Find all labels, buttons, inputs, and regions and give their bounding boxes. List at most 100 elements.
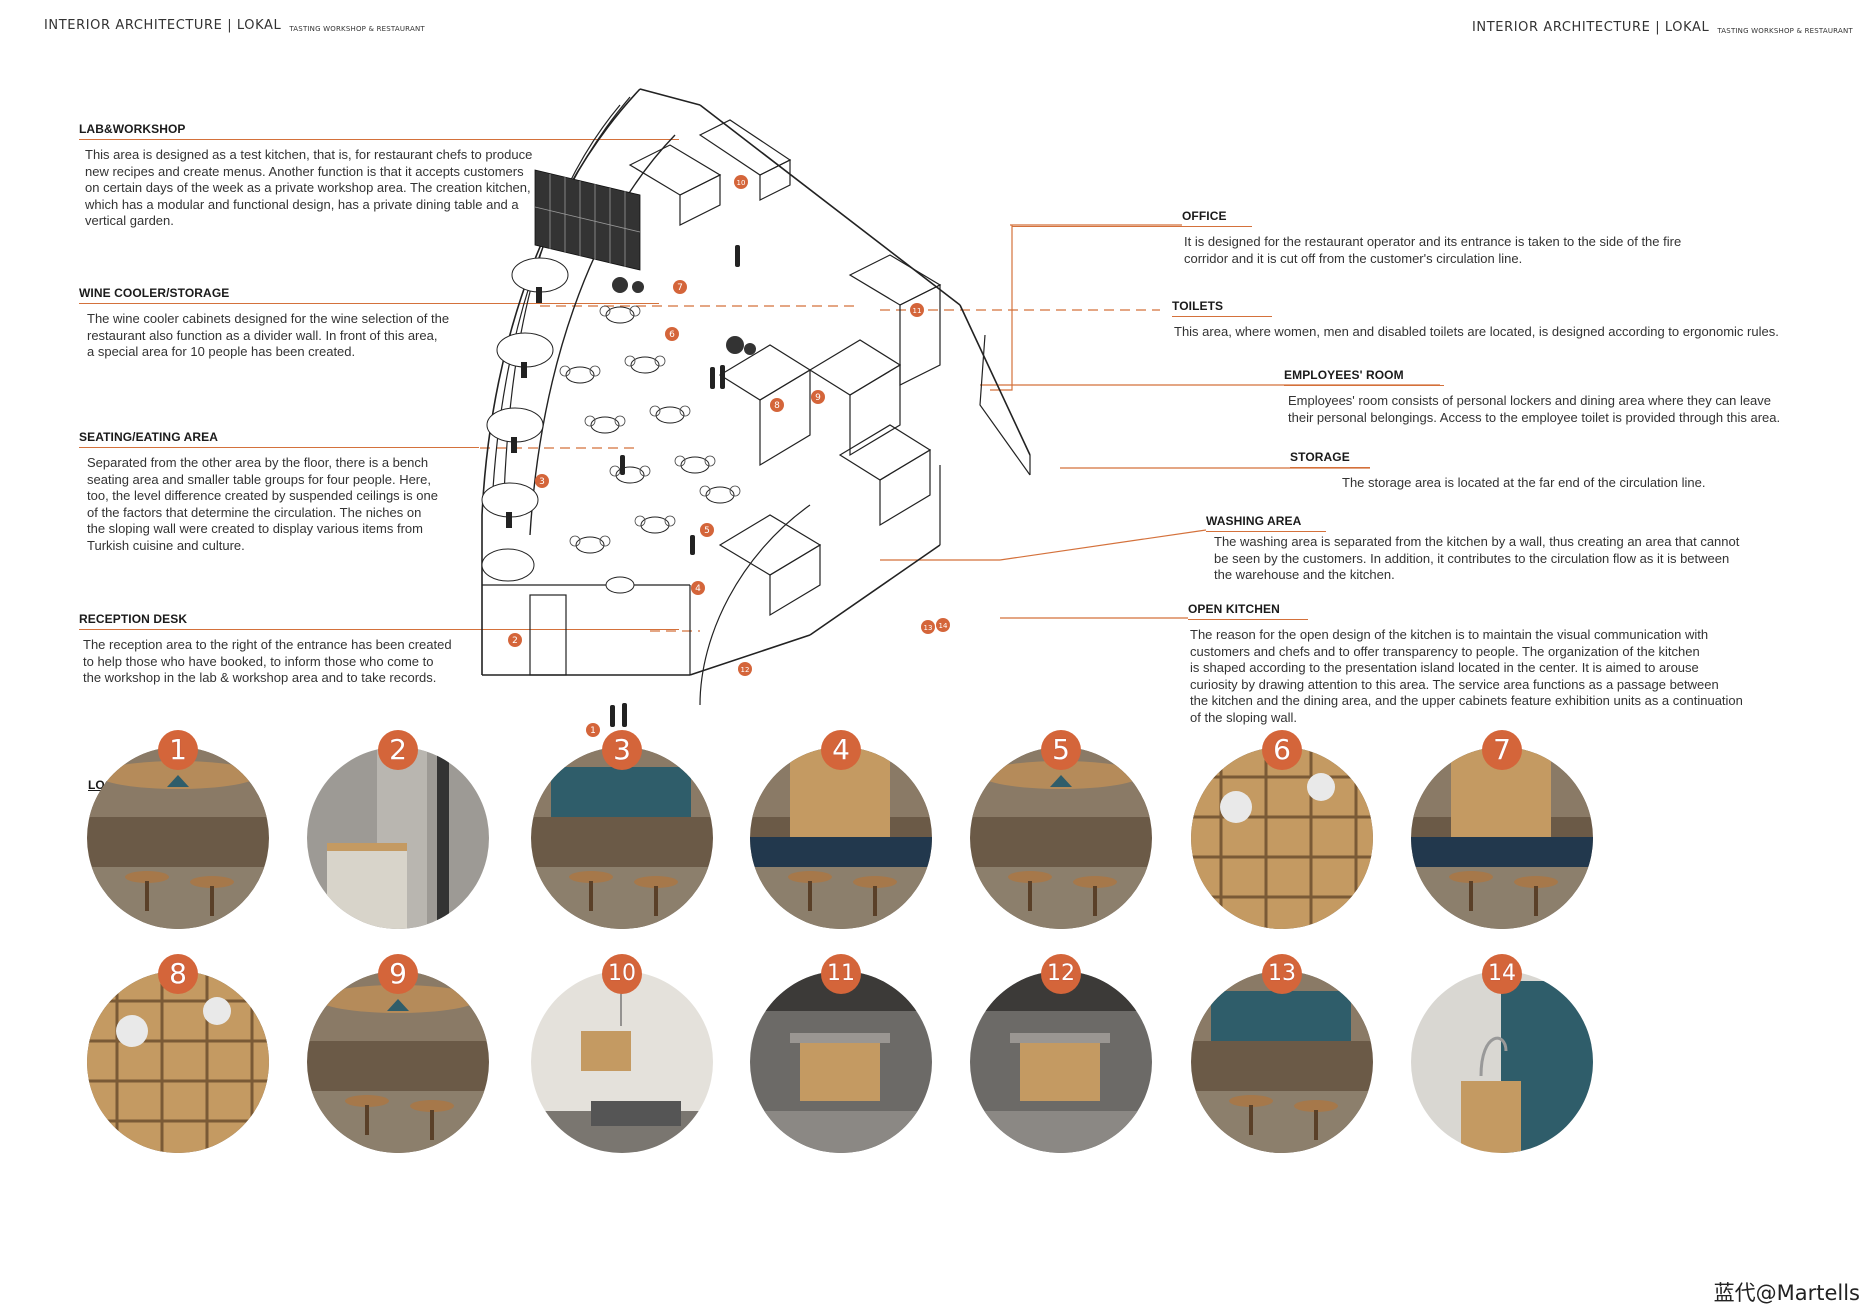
section-body: The reason for the open design of the ki… xyxy=(1190,627,1743,725)
location-view-8 xyxy=(87,971,269,1153)
plan-marker-label: 3 xyxy=(539,477,545,487)
location-view-number: 1 xyxy=(158,730,198,770)
section-washing-area: WASHING AREA The washing area is separat… xyxy=(1206,514,1766,584)
plan-marker-1 xyxy=(586,723,600,737)
plan-marker-label: 12 xyxy=(741,666,750,674)
location-view-6 xyxy=(1191,747,1373,929)
section-storage: STORAGE The storage area is located at t… xyxy=(1290,450,1810,492)
watermark: 蓝代@Martells xyxy=(1713,1281,1860,1305)
section-open-kitchen: OPEN KITCHEN The reason for the open des… xyxy=(1188,602,1788,727)
plan-marker-3 xyxy=(535,474,549,488)
section-underline xyxy=(79,629,679,630)
plan-marker-11 xyxy=(910,303,924,317)
plan-marker-6 xyxy=(665,327,679,341)
section-underline xyxy=(79,139,679,140)
location-view-1 xyxy=(87,747,269,929)
section-title: WINE COOLER/STORAGE xyxy=(79,286,230,300)
section-body: Separated from the other area by the flo… xyxy=(87,455,438,553)
location-view-11 xyxy=(750,971,932,1153)
section-underline xyxy=(1172,316,1272,317)
header-title-right: INTERIOR ARCHITECTURE | LOKAL xyxy=(1472,20,1710,35)
plan-marker-5 xyxy=(700,523,714,537)
location-view-number: 4 xyxy=(821,730,861,770)
section-employees-room: EMPLOYEES' ROOM Employees' room consists… xyxy=(1284,368,1804,426)
plan-marker-label: 4 xyxy=(695,584,701,594)
location-view-number: 14 xyxy=(1482,954,1522,994)
location-view-number: 9 xyxy=(378,954,418,994)
plan-marker-8 xyxy=(770,398,784,412)
section-underline xyxy=(1206,531,1326,532)
plan-marker-label: 5 xyxy=(704,526,710,536)
location-view-13 xyxy=(1191,971,1373,1153)
section-title: EMPLOYEES' ROOM xyxy=(1284,368,1404,382)
section-seating: SEATING/EATING AREA Separated from the o… xyxy=(79,430,499,555)
plan-marker-13 xyxy=(921,620,935,634)
location-view-12 xyxy=(970,971,1152,1153)
section-body: This area is designed as a test kitchen,… xyxy=(85,147,533,229)
section-title: LAB&WORKSHOP xyxy=(79,122,186,136)
location-view-number: 5 xyxy=(1041,730,1081,770)
section-underline xyxy=(1012,226,1252,227)
plan-marker-label: 9 xyxy=(815,393,821,403)
location-view-4 xyxy=(750,747,932,929)
section-body: It is designed for the restaurant operat… xyxy=(1184,234,1682,266)
plan-marker-2 xyxy=(508,633,522,647)
plan-marker-label: 2 xyxy=(512,636,518,646)
plan-marker-label: 10 xyxy=(737,179,746,187)
header-subtitle-right: TASTING WORKSHOP & RESTAURANT xyxy=(1717,27,1853,35)
location-view-number: 3 xyxy=(602,730,642,770)
location-view-number: 7 xyxy=(1482,730,1522,770)
section-body: The washing area is separated from the k… xyxy=(1214,534,1740,583)
section-body: Employees' room consists of personal loc… xyxy=(1288,393,1781,425)
section-title: WASHING AREA xyxy=(1206,514,1302,528)
section-toilets: TOILETS This area, where women, men and … xyxy=(1172,299,1812,341)
section-title: SEATING/EATING AREA xyxy=(79,430,219,444)
location-view-number: 13 xyxy=(1262,954,1302,994)
section-underline xyxy=(79,447,479,448)
location-view-5 xyxy=(970,747,1152,929)
plan-marker-10 xyxy=(734,175,748,189)
header-subtitle: TASTING WORKSHOP & RESTAURANT xyxy=(289,25,425,33)
section-title: RECEPTION DESK xyxy=(79,612,188,626)
location-view-10 xyxy=(531,971,713,1153)
plan-marker-14 xyxy=(936,618,950,632)
location-view-number: 2 xyxy=(378,730,418,770)
plan-marker-label: 7 xyxy=(677,283,683,293)
section-underline xyxy=(1284,385,1444,386)
location-view-number: 6 xyxy=(1262,730,1302,770)
location-view-7 xyxy=(1411,747,1593,929)
plan-marker-label: 6 xyxy=(669,330,675,340)
plan-marker-label: 8 xyxy=(774,401,780,411)
section-title: STORAGE xyxy=(1290,450,1350,464)
section-lab-workshop: LAB&WORKSHOP This area is designed as a … xyxy=(79,122,679,230)
location-view-14 xyxy=(1411,971,1593,1153)
section-body: The storage area is located at the far e… xyxy=(1342,475,1706,490)
plan-marker-7 xyxy=(673,280,687,294)
location-view-2 xyxy=(307,747,489,929)
section-reception: RECEPTION DESK The reception area to the… xyxy=(79,612,679,687)
section-underline xyxy=(1188,619,1308,620)
section-body: The wine cooler cabinets designed for th… xyxy=(87,311,450,360)
plan-marker-label: 1 xyxy=(590,726,596,736)
section-title: TOILETS xyxy=(1172,299,1224,313)
location-view-number: 11 xyxy=(821,954,861,994)
location-view-number: 12 xyxy=(1041,954,1081,994)
plan-marker-label: 11 xyxy=(913,307,922,315)
section-title: OPEN KITCHEN xyxy=(1188,602,1280,616)
plan-marker-label: 13 xyxy=(924,624,933,632)
section-body: The reception area to the right of the e… xyxy=(83,637,452,686)
section-underline xyxy=(1290,467,1370,468)
section-office: OFFICE It is designed for the restaurant… xyxy=(1012,209,1722,267)
section-body: This area, where women, men and disabled… xyxy=(1174,324,1779,339)
location-view-3 xyxy=(531,747,713,929)
plan-marker-9 xyxy=(811,390,825,404)
section-underline xyxy=(79,303,659,304)
plan-marker-12 xyxy=(738,662,752,676)
header-right: INTERIOR ARCHITECTURE | LOKAL TASTING WOR… xyxy=(1472,20,1853,35)
location-view-number: 10 xyxy=(602,954,642,994)
plan-marker-label: 14 xyxy=(939,622,948,630)
location-view-number: 8 xyxy=(158,954,198,994)
section-wine-cooler: WINE COOLER/STORAGE The wine cooler cabi… xyxy=(79,286,659,361)
